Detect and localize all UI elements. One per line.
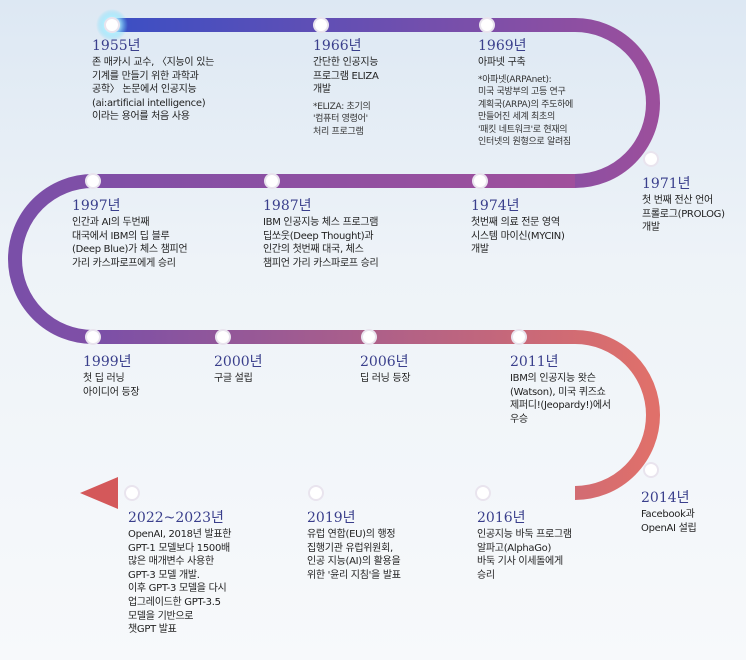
timeline-entry-1969: 1969년 아파넷 구축 *아파넷(ARPAnet): 미국 국방부의 고등 연… (478, 38, 633, 149)
milestone-dot-1971 (643, 151, 659, 167)
entry-year: 2000년 (214, 354, 263, 370)
entry-text: 딥 러닝 등장 (360, 373, 411, 384)
milestone-dot-2014 (643, 462, 659, 478)
entry-text: 인공지능 바둑 프로그램 알파고(AlphaGo) 바둑 기사 이세돌에게 승리 (477, 529, 572, 581)
road-row-1 (105, 18, 660, 188)
road-row-3 (93, 330, 660, 500)
entry-year: 1971년 (642, 176, 691, 192)
timeline-entry-1987: 1987년 IBM 인공지능 체스 프로그램 딥쏘웃(Deep Thought)… (263, 198, 448, 270)
timeline-entry-1974: 1974년 첫번째 의료 전문 영역 시스템 마이신(MYCIN) 개발 (471, 198, 631, 257)
arrow-head-icon (80, 477, 118, 509)
entry-text: 아파넷 구축 (478, 57, 526, 68)
milestone-dot-2016 (475, 485, 491, 501)
entry-year: 1999년 (83, 354, 132, 370)
entry-text: 유럽 연합(EU)의 행정 집행기관 유럽위원회, 인공 지능(AI)의 활용을… (307, 529, 401, 581)
timeline-entry-2011: 2011년 IBM의 인공지능 왓슨 (Watson), 미국 퀴즈쇼 제퍼디!… (510, 354, 650, 426)
timeline-entry-1997: 1997년 인간과 AI의 두번째 대국에서 IBM의 딥 블루 (Deep B… (72, 198, 252, 270)
entry-year: 2022~2023년 (128, 510, 224, 526)
milestone-dot-2022 (124, 485, 140, 501)
entry-year: 1987년 (263, 198, 312, 214)
milestone-dot-1987 (264, 173, 280, 189)
milestone-dot-2006 (361, 329, 377, 345)
entry-year: 2019년 (307, 510, 356, 526)
entry-text: Facebook과 OpenAI 설립 (641, 509, 697, 534)
timeline-entry-2016: 2016년 인공지능 바둑 프로그램 알파고(AlphaGo) 바둑 기사 이세… (477, 510, 627, 582)
milestone-dot-1969 (479, 17, 495, 33)
timeline-entry-1966: 1966년 간단한 인공지능 프로그램 ELIZA 개발 *ELIZA: 초기의… (313, 38, 463, 138)
timeline-entry-2019: 2019년 유럽 연합(EU)의 행정 집행기관 유럽위원회, 인공 지능(AI… (307, 510, 467, 582)
entry-year: 2014년 (641, 490, 690, 506)
entry-text: IBM의 인공지능 왓슨 (Watson), 미국 퀴즈쇼 제퍼디!(Jeopa… (510, 373, 611, 425)
timeline-entry-1971: 1971년 첫 번째 전산 언어 프롤로그(PROLOG) 개발 (642, 176, 746, 235)
entry-text: OpenAI, 2018년 발표한 GPT-1 모델보다 1500배 많은 매개… (128, 529, 232, 636)
milestone-dot-1974 (472, 173, 488, 189)
entry-text: 첫 딥 러닝 아이디어 등장 (83, 373, 140, 398)
entry-note: *ELIZA: 초기의 '컴퓨터 영령어' 처리 프로그램 (313, 101, 371, 137)
entry-year: 2016년 (477, 510, 526, 526)
entry-year: 2011년 (510, 354, 559, 370)
entry-year: 1997년 (72, 198, 121, 214)
milestone-dot-1997 (85, 173, 101, 189)
timeline-entry-2000: 2000년 구글 설립 (214, 354, 334, 386)
milestone-dot-2000 (215, 329, 231, 345)
entry-note: *아파넷(ARPAnet): 미국 국방부의 고등 연구 계획국(ARPA)의 … (478, 74, 574, 148)
entry-text: 첫 번째 전산 언어 프롤로그(PROLOG) 개발 (642, 195, 725, 234)
milestone-dot-2019 (308, 485, 324, 501)
entry-year: 2006년 (360, 354, 409, 370)
entry-text: 구글 설립 (214, 373, 253, 384)
timeline-entry-2006: 2006년 딥 러닝 등장 (360, 354, 480, 386)
milestone-dot-1955 (104, 17, 120, 33)
road-row-2 (8, 174, 575, 344)
milestone-dot-1999 (85, 329, 101, 345)
entry-text: IBM 인공지능 체스 프로그램 딥쏘웃(Deep Thought)과 인간의 … (263, 217, 379, 269)
entry-text: 인간과 AI의 두번째 대국에서 IBM의 딥 블루 (Deep Blue)가 … (72, 217, 188, 269)
entry-year: 1974년 (471, 198, 520, 214)
timeline-entry-2014: 2014년 Facebook과 OpenAI 설립 (641, 490, 741, 535)
entry-text: 첫번째 의료 전문 영역 시스템 마이신(MYCIN) 개발 (471, 217, 565, 256)
entry-year: 1955년 (92, 38, 141, 54)
entry-year: 1969년 (478, 38, 527, 54)
timeline-entry-1999: 1999년 첫 딥 러닝 아이디어 등장 (83, 354, 203, 399)
timeline-entry-1955: 1955년 존 매카시 교수, 〈지능이 있는 기계를 만들기 위한 과학과 공… (92, 38, 262, 124)
milestone-dot-2011 (511, 329, 527, 345)
milestone-dot-1966 (313, 17, 329, 33)
entry-year: 1966년 (313, 38, 362, 54)
entry-text: 존 매카시 교수, 〈지능이 있는 기계를 만들기 위한 과학과 공학〉 논문에… (92, 57, 214, 123)
timeline-entry-2022-2023: 2022~2023년 OpenAI, 2018년 발표한 GPT-1 모델보다 … (128, 510, 278, 637)
entry-text: 간단한 인공지능 프로그램 ELIZA 개발 (313, 57, 379, 96)
